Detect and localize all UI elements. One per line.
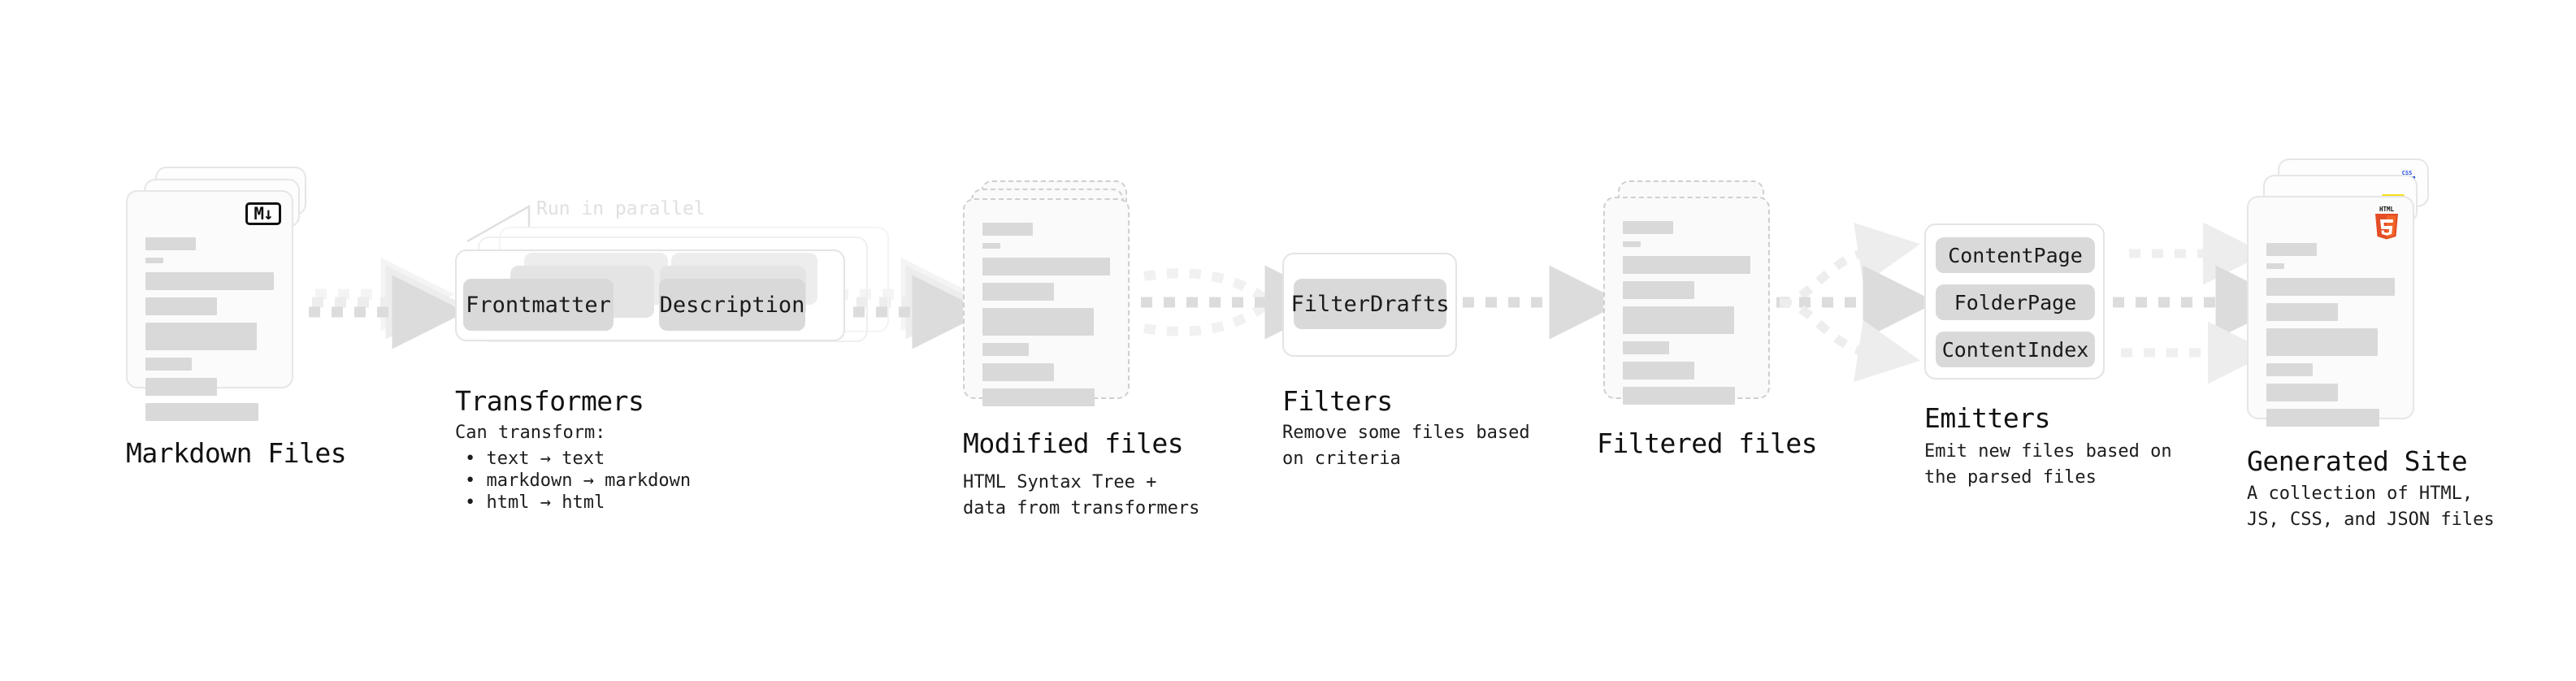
emitters-subtitle: Emit new files based on the parsed files — [1924, 441, 2172, 488]
filterdrafts-chip[interactable]: FilterDrafts — [1290, 279, 1450, 329]
svg-text:CSS: CSS — [2402, 170, 2413, 176]
arrow-emitters-to-site — [2113, 222, 2290, 384]
modified-files-subtitle: HTML Syntax Tree + data from transformer… — [963, 472, 1200, 518]
filtered-card-front — [1603, 197, 1770, 405]
generated-site-subtitle: A collection of HTML, JS, CSS, and JSON … — [2247, 484, 2495, 530]
markdown-file-stack: M↓ — [126, 167, 313, 427]
filters-title: Filters — [1282, 385, 1393, 417]
transformers-bullet-0: • text → text — [465, 449, 605, 469]
svg-text:HTML: HTML — [2379, 206, 2395, 213]
arrow-markdown-to-transformers — [309, 257, 466, 349]
arrow-modified-to-filters — [1141, 265, 1339, 340]
contentpage-chip[interactable]: ContentPage — [1936, 237, 2095, 273]
markdown-files-title: Markdown Files — [126, 437, 347, 469]
emitters-title: Emitters — [1924, 402, 2050, 434]
transformers-bullet-1: • markdown → markdown — [465, 471, 692, 491]
folderpage-chip[interactable]: FolderPage — [1936, 284, 2095, 320]
filtered-text-lines — [1623, 221, 1750, 412]
run-in-parallel-note: Run in parallel — [536, 198, 705, 219]
markdown-card-front: M↓ — [126, 190, 293, 421]
site-card-front: HTML — [2247, 196, 2414, 427]
modified-file-stack — [963, 180, 1150, 440]
arrow-filtered-to-emitters — [1776, 222, 1937, 383]
html5-icon: HTML — [2375, 206, 2398, 240]
markdown-text-lines — [145, 237, 274, 428]
description-chip[interactable]: Description — [659, 279, 805, 331]
transformers-subtitle: Can transform: — [455, 423, 606, 443]
contentindex-chip[interactable]: ContentIndex — [1936, 332, 2095, 367]
modified-card-front — [963, 198, 1130, 406]
modified-text-lines — [982, 223, 1110, 414]
filtered-file-stack — [1603, 180, 1790, 440]
transformers-title: Transformers — [455, 385, 644, 417]
generated-site-stack: CSS HTML — [2247, 158, 2450, 427]
frontmatter-chip[interactable]: Frontmatter — [463, 279, 614, 331]
modified-files-title: Modified files — [963, 427, 1184, 459]
site-text-lines — [2266, 243, 2395, 434]
markdown-icon: M↓ — [245, 202, 281, 225]
transformers-bullet-2: • html → html — [465, 492, 605, 513]
generated-site-title: Generated Site — [2247, 445, 2468, 477]
filtered-files-title: Filtered files — [1597, 427, 1818, 459]
filters-subtitle: Remove some files based on criteria — [1282, 423, 1530, 469]
